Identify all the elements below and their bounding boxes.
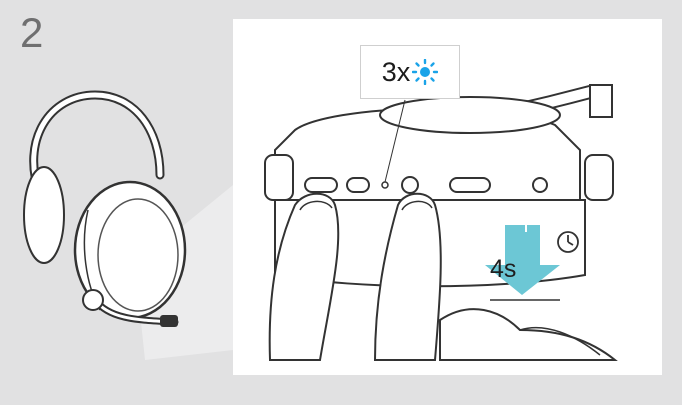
clock-icon [558,232,578,252]
button-power [305,178,337,192]
flash-count: 3x [382,57,411,88]
hand-lower [440,309,615,360]
headset-back-earcup [24,167,64,263]
led-flash-callout: 3x [360,45,460,99]
button-left [347,178,369,192]
usb-port [450,178,490,192]
button-bluetooth [402,177,418,193]
audio-jack [533,178,547,192]
blue-led-flash-icon [412,59,438,85]
led-indicator [382,182,388,188]
hold-duration: 4s [490,255,516,284]
